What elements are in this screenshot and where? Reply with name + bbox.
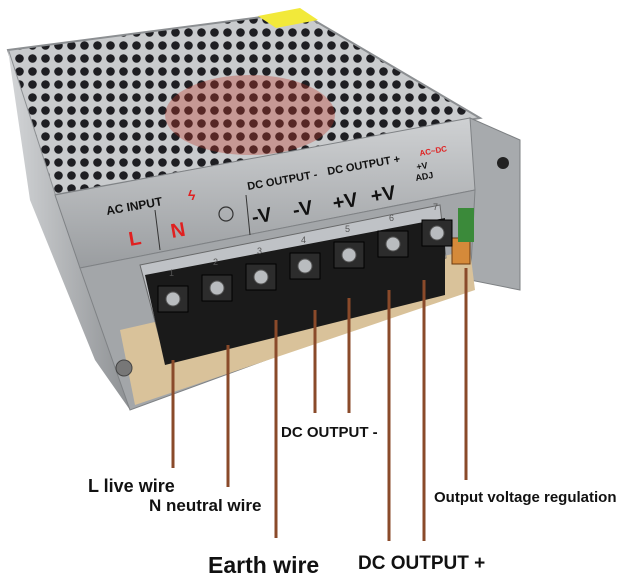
plus-v-text-1: +V: [331, 189, 360, 215]
n-text: N: [169, 219, 187, 243]
terminal-number: 1: [169, 268, 174, 278]
case-right-bracket: [469, 117, 521, 291]
adj-v-text: +V: [416, 160, 429, 172]
panel-divider: [245, 194, 251, 236]
label-dc-output-minus: DC OUTPUT -: [281, 424, 378, 441]
yellow-sticker: [258, 8, 318, 28]
l-text: L: [127, 227, 143, 251]
label-live-wire: L live wire: [88, 476, 175, 496]
minus-v-text-2: -V: [291, 197, 315, 222]
lightning-icon: ϟ: [188, 187, 196, 203]
label-output-voltage-regulation: Output voltage regulation: [434, 489, 617, 506]
terminal-screw-icon: [429, 225, 445, 241]
terminal-screw-icon: [209, 280, 225, 296]
adj-text: ADJ: [415, 170, 434, 183]
terminal-screw-icon: [385, 236, 401, 252]
terminal-number: 2: [213, 257, 218, 267]
plus-v-text-2: +V: [369, 182, 398, 208]
panel-printing: AC INPUT DC OUTPUT - DC OUTPUT + L N -V …: [105, 144, 448, 251]
screw-icon: [115, 359, 133, 377]
label-neutral-wire: N neutral wire: [149, 496, 262, 515]
label-earth-wire: Earth wire: [208, 552, 320, 578]
terminal-number: 7: [433, 202, 438, 212]
panel-divider: [154, 209, 161, 251]
terminal-number: 5: [345, 224, 350, 234]
mounting-hole-icon: [497, 157, 509, 169]
terminal-number: 4: [301, 235, 306, 245]
terminal-screw-icon: [165, 291, 181, 307]
terminal-screw-icon: [297, 258, 313, 274]
terminal-number: 6: [389, 213, 394, 223]
terminal-screw-icon: [253, 269, 269, 285]
terminal-screws: 1 2 3 4 5 6 7: [157, 202, 453, 313]
terminal-screw-icon: [341, 247, 357, 263]
minus-v-text-1: -V: [250, 204, 274, 229]
label-dc-output-plus: DC OUTPUT +: [358, 553, 486, 574]
capacitor-green: [458, 208, 474, 242]
terminal-number: 3: [257, 246, 262, 256]
ground-symbol-icon: [218, 206, 234, 222]
leader-lines: [171, 268, 468, 541]
